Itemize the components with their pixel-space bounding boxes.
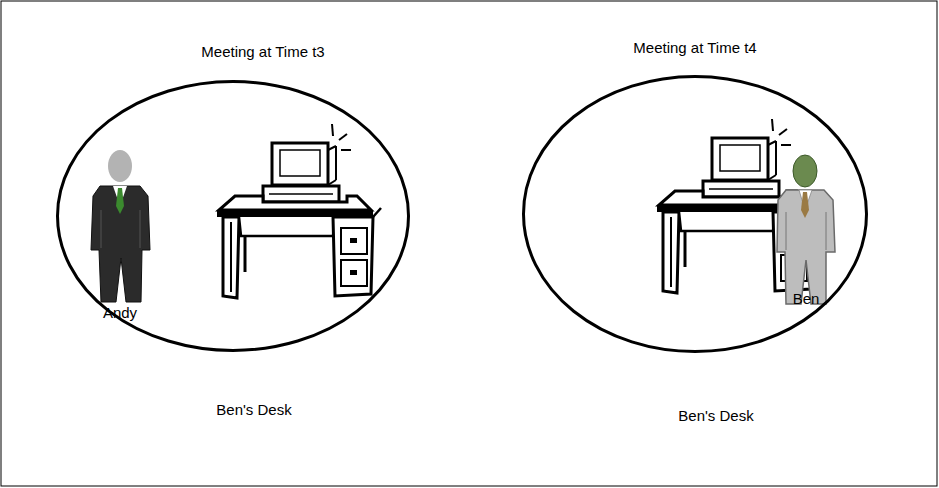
person-figure — [91, 150, 150, 302]
desk-illustration — [217, 124, 381, 298]
desk-caption: Ben's Desk — [216, 402, 291, 419]
desk-caption: Ben's Desk — [678, 408, 753, 425]
person-figure — [777, 155, 835, 304]
meeting-heading: Meeting at Time t4 — [633, 40, 756, 57]
ellipse-outline — [522, 75, 868, 353]
person-name: Andy — [103, 305, 137, 322]
meeting-heading: Meeting at Time t3 — [201, 44, 324, 61]
meeting-ellipse: Meeting at Time t4Ben's Desk — [522, 75, 868, 353]
person-name: Ben — [793, 291, 820, 308]
